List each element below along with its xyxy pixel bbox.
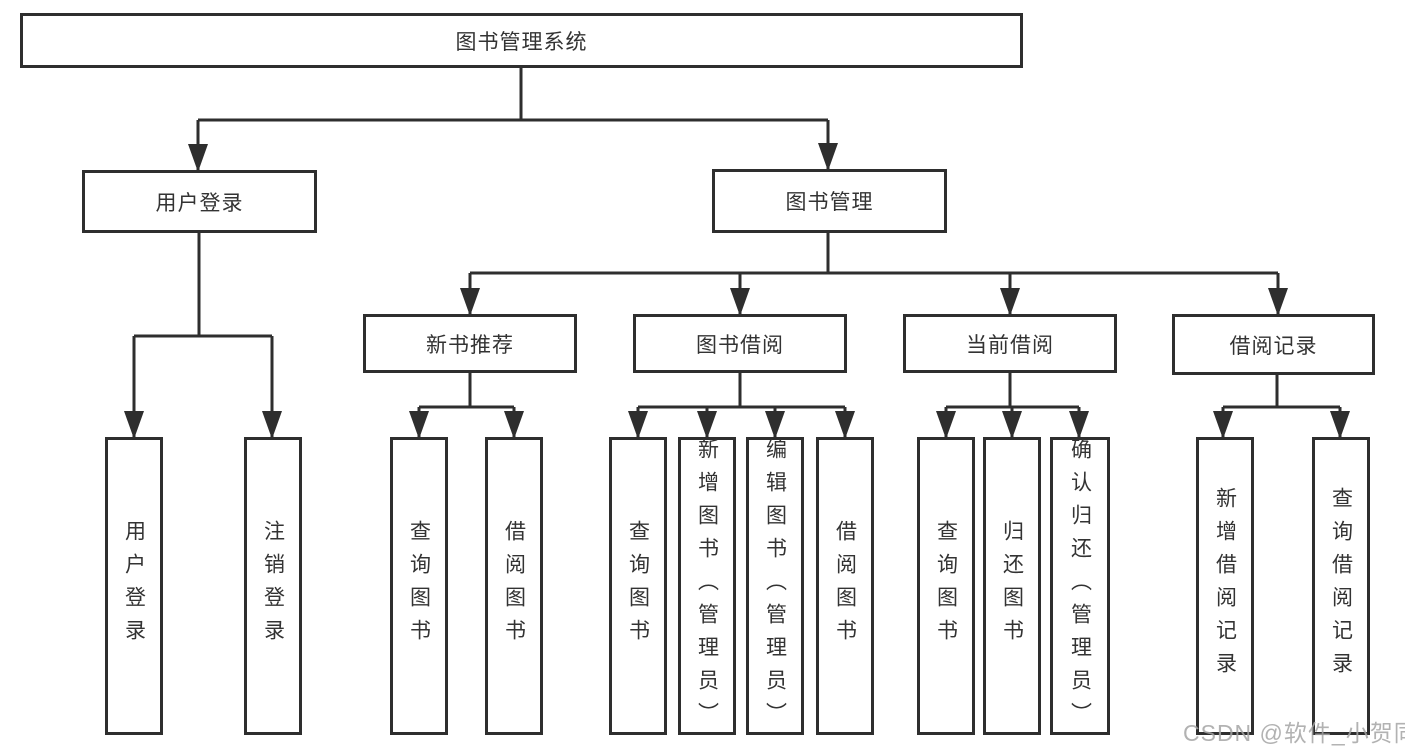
arrowhead — [1002, 411, 1022, 439]
connector-borrow-record-to-leaves — [1221, 373, 1342, 437]
node-current-borrowing: 当前借阅 — [903, 314, 1117, 373]
csdn-watermark: CSDN @软件_小贺同学 — [1183, 720, 1405, 746]
arrowhead — [262, 411, 282, 439]
leaf-return-books: 归还图书 — [983, 437, 1041, 735]
arrowhead — [1330, 411, 1350, 439]
leaf-logout: 注销登录 — [244, 437, 302, 735]
leaf-query-borrowing-record: 查询借阅记录 — [1312, 437, 1370, 735]
arrowhead — [1069, 411, 1089, 439]
node-borrowing-records: 借阅记录 — [1172, 314, 1375, 375]
arrowhead — [818, 143, 838, 171]
arrowhead — [936, 411, 956, 439]
arrowhead — [1268, 288, 1288, 316]
arrowhead — [504, 411, 524, 439]
leaf-user-login: 用户登录 — [105, 437, 163, 735]
node-book-management: 图书管理 — [712, 169, 947, 233]
leaf-add-books-admin: 新增图书（管理员） — [678, 437, 736, 735]
leaf-query-books-borrowing: 查询图书 — [609, 437, 667, 735]
leaf-query-books-current: 查询图书 — [917, 437, 975, 735]
arrowheads — [124, 143, 1350, 439]
arrowhead — [765, 411, 785, 439]
node-book-borrowing: 图书借阅 — [633, 314, 847, 373]
arrowhead — [409, 411, 429, 439]
leaf-query-books-recommend: 查询图书 — [390, 437, 448, 735]
leaf-add-borrowing-record: 新增借阅记录 — [1196, 437, 1254, 735]
arrowhead — [730, 288, 750, 316]
node-user-login: 用户登录 — [82, 170, 317, 233]
connector-user-login-to-leaves — [132, 233, 274, 437]
leaf-borrow-books-recommend: 借阅图书 — [485, 437, 543, 735]
connector-root-to-level2 — [196, 68, 830, 170]
leaf-borrow-books: 借阅图书 — [816, 437, 874, 735]
connector-new-book-rec-to-leaves — [417, 373, 516, 437]
leaf-edit-books-admin: 编辑图书（管理员） — [746, 437, 804, 735]
arrowhead — [1000, 288, 1020, 316]
connector-book-borrow-to-leaves — [636, 373, 847, 437]
arrowhead — [697, 411, 717, 439]
arrowhead — [124, 411, 144, 439]
arrowhead — [835, 411, 855, 439]
arrowhead — [460, 288, 480, 316]
arrowhead — [1213, 411, 1233, 439]
connector-book-mgmt-to-level3 — [468, 233, 1280, 314]
arrowhead — [628, 411, 648, 439]
arrowhead — [188, 144, 208, 172]
leaf-confirm-return-admin: 确认归还（管理员） — [1050, 437, 1110, 735]
node-root-library-management-system: 图书管理系统 — [20, 13, 1023, 68]
node-new-book-recommendation: 新书推荐 — [363, 314, 577, 373]
